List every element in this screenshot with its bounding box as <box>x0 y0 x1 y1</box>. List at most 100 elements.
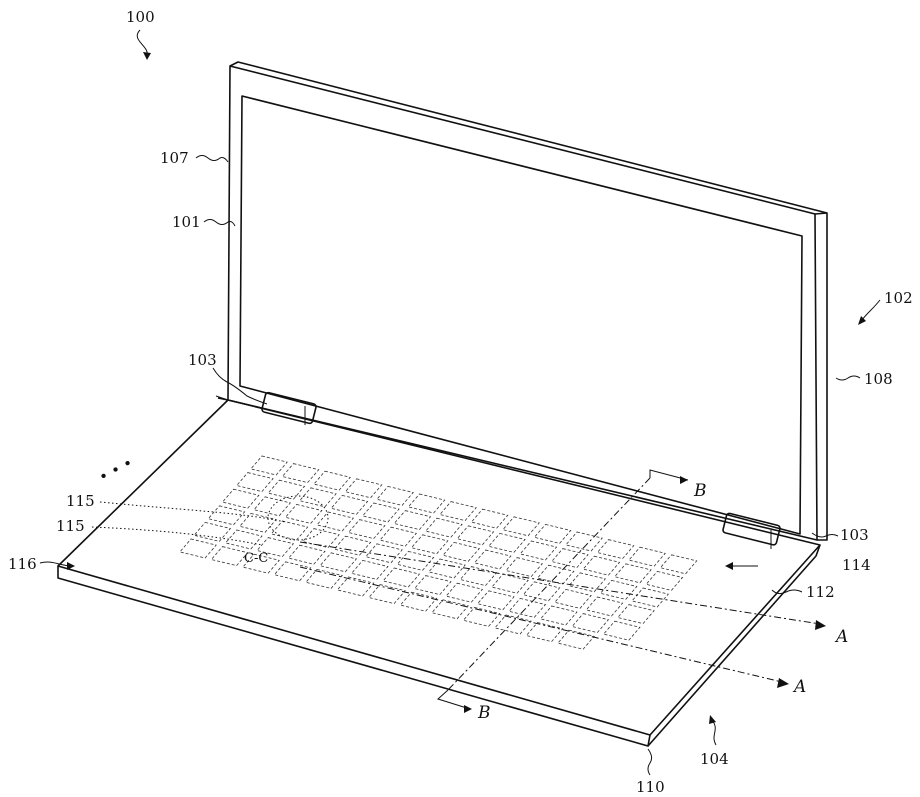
keyboard-key <box>336 576 375 597</box>
keyboard-key <box>476 590 515 611</box>
keyboard-key <box>582 555 621 576</box>
keyboard-key <box>617 604 655 625</box>
hinge-left <box>261 391 317 425</box>
label-101: 101 <box>172 213 201 231</box>
keyboard-key <box>602 620 641 641</box>
keyboard-key <box>313 470 351 491</box>
keyboard-key <box>439 501 477 522</box>
keyboard-key <box>284 503 323 524</box>
keyboard-key <box>571 613 610 634</box>
keyboard-key <box>445 582 484 603</box>
keyboard-key <box>365 543 403 564</box>
keyboard-key <box>631 587 670 608</box>
keyboard-key <box>508 597 547 618</box>
keyboard-key <box>554 588 592 609</box>
keyboard-key <box>410 534 449 555</box>
keyboard-key <box>207 505 246 526</box>
keyboard-key <box>428 558 466 579</box>
keyboard-key <box>473 549 512 570</box>
keyboard-key <box>273 561 312 582</box>
label-103-left: 103 <box>188 351 217 369</box>
keyboard-key <box>487 532 526 553</box>
keyboard-key <box>659 554 698 575</box>
label-116: 116 <box>8 555 37 573</box>
keyboard-key <box>368 584 406 605</box>
keyboard-key <box>379 526 418 547</box>
keyboard-key <box>298 487 337 508</box>
keyboard-key <box>613 563 652 584</box>
keyboard-key <box>596 539 635 560</box>
ellipsis-mark: • • • <box>96 454 136 487</box>
keyboard-key <box>396 550 435 571</box>
keyboard-key <box>319 552 358 573</box>
keyboard-key <box>344 478 383 499</box>
keyboard-key <box>585 596 624 617</box>
section-a-upper-arrow <box>815 620 826 630</box>
section-lines <box>299 469 826 713</box>
keyboard-key <box>221 488 260 509</box>
keyboard-key <box>376 485 414 506</box>
section-b-bottom-arrow <box>464 705 472 713</box>
label-section-b-bottom: B <box>477 703 491 723</box>
keyboard-key <box>316 511 355 532</box>
keyboard-key <box>413 575 452 596</box>
keyboard-key <box>645 570 684 591</box>
keyboard-key <box>242 553 280 574</box>
keyboard-keys <box>179 455 698 650</box>
leaders <box>39 29 881 776</box>
keyboard-key <box>239 512 277 533</box>
keyboard-key <box>256 537 295 558</box>
keyboard-key <box>424 517 463 538</box>
keyboard-key <box>568 572 607 593</box>
base-housing <box>57 395 821 747</box>
keyboard-key <box>305 568 343 589</box>
keyboard-key <box>456 525 495 546</box>
keyboard-key <box>281 463 320 484</box>
keyboard-key <box>382 567 421 588</box>
keyboard-key <box>431 599 469 620</box>
keyboard-key <box>550 548 589 569</box>
keyboard-key <box>287 544 326 565</box>
hinge-right <box>722 512 781 549</box>
keyboard-key <box>491 573 529 594</box>
keyboard-key <box>505 557 544 578</box>
keyboard-key <box>565 531 603 552</box>
label-c-c: C-C <box>244 551 268 566</box>
label-107: 107 <box>160 149 189 167</box>
keyboard-key <box>470 508 509 529</box>
keyboard-key <box>235 472 274 493</box>
label-section-a-lower: A <box>792 677 806 697</box>
keyboard-key <box>253 496 292 517</box>
keyboard-key <box>224 529 263 550</box>
keyboard-key <box>210 546 249 567</box>
label-102: 102 <box>884 289 913 307</box>
keyboard-key <box>494 614 532 635</box>
label-section-b-top: B <box>693 481 707 501</box>
label-section-a-upper: A <box>834 627 848 647</box>
keyboard-key <box>442 541 481 562</box>
label-110: 110 <box>636 778 665 796</box>
label-112: 112 <box>806 583 835 601</box>
label-108: 108 <box>864 370 893 388</box>
keyboard-key <box>333 535 372 556</box>
keyboard-key <box>350 559 389 580</box>
keyboard-key <box>628 546 666 567</box>
label-115-a: 115 <box>66 492 95 510</box>
keyboard-key <box>193 521 232 542</box>
keyboard-key <box>347 519 386 540</box>
labels: 100 102 107 101 103 108 103 114 112 115 … <box>8 8 913 796</box>
keyboard-key <box>302 528 340 549</box>
keyboard-key <box>539 605 578 626</box>
keyboard-key <box>270 520 309 541</box>
label-114: 114 <box>842 556 871 574</box>
keyboard-key <box>393 510 432 531</box>
keyboard-key <box>250 455 288 476</box>
section-a-lower-arrow <box>777 678 789 688</box>
keyboard-key <box>179 538 217 559</box>
label-103-right: 103 <box>840 526 869 544</box>
keyboard-key <box>330 494 369 515</box>
label-100: 100 <box>126 8 155 26</box>
keyboard-key <box>519 540 558 561</box>
keyboard-key <box>502 516 540 537</box>
